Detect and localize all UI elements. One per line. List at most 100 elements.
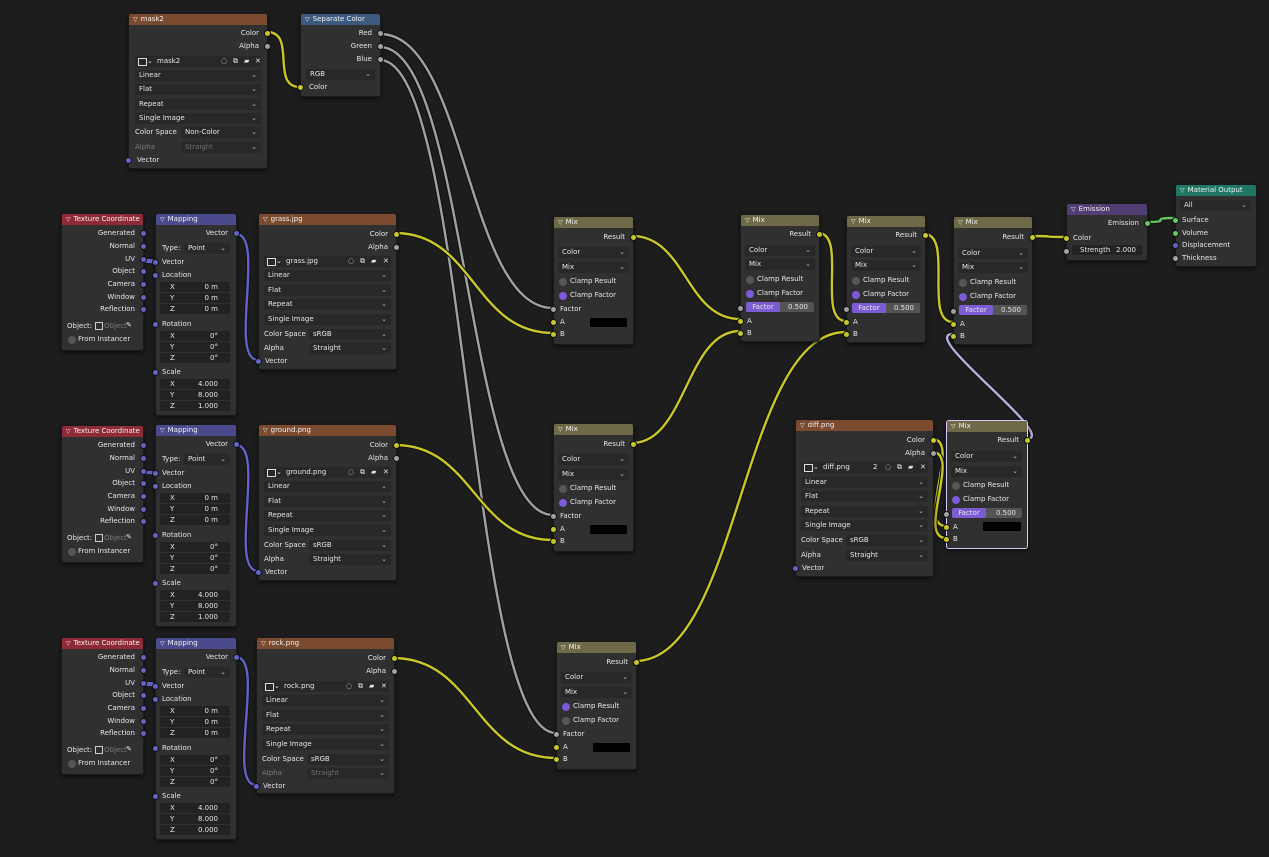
clamp-factor-checkbox[interactable] <box>746 290 754 298</box>
input-a-socket[interactable] <box>550 526 557 533</box>
output-alpha-socket[interactable] <box>930 450 937 457</box>
close-icon[interactable]: ✕ <box>381 682 387 690</box>
output-camera-socket[interactable] <box>140 281 147 288</box>
from-instancer-checkbox[interactable] <box>68 760 76 768</box>
folder-icon[interactable]: ▰ <box>244 57 250 65</box>
output-normal-socket[interactable] <box>140 667 147 674</box>
link-green-to-mix2-factor[interactable] <box>379 45 554 517</box>
node-header[interactable]: ▽Emission <box>1067 204 1147 215</box>
fake-user-shield-icon[interactable]: ◌ <box>221 57 228 65</box>
input-b-socket[interactable] <box>550 331 557 338</box>
input-thickness-socket[interactable] <box>1172 255 1179 262</box>
output-result-socket[interactable] <box>630 234 637 241</box>
folder-icon[interactable]: ▰ <box>369 682 375 690</box>
interpolation-dropdown[interactable]: Linear⌄ <box>264 481 391 492</box>
clamp-factor-checkbox[interactable] <box>952 496 960 504</box>
alpha-dropdown[interactable]: Straight⌄ <box>309 343 391 354</box>
input-location-socket[interactable] <box>152 272 159 279</box>
mix-node-combine-2[interactable]: ▽Mix Result Color⌄ Mix⌄ Clamp Result Cla… <box>843 215 929 343</box>
output-result-socket[interactable] <box>1029 234 1036 241</box>
output-window-socket[interactable] <box>140 506 147 513</box>
output-generated-socket[interactable] <box>140 442 147 449</box>
clamp-result-checkbox[interactable] <box>559 278 567 286</box>
extension-dropdown[interactable]: Repeat⌄ <box>262 724 389 735</box>
output-object-socket[interactable] <box>140 692 147 699</box>
color-space-dropdown[interactable]: sRGB⌄ <box>309 540 391 551</box>
image-texture-node-diff[interactable]: ▽diff.png Color Alpha ⌄ diff.png 2 ◌ ⧉ ▰… <box>792 419 937 577</box>
image-selector[interactable]: ⌄ grass.jpg ◌ ⧉ ▰ ✕ <box>264 256 391 267</box>
from-instancer-checkbox[interactable] <box>68 548 76 556</box>
color-space-dropdown[interactable]: sRGB⌄ <box>846 535 928 546</box>
object-field[interactable]: Object <box>104 322 127 330</box>
input-factor-socket[interactable] <box>737 305 744 312</box>
output-alpha-socket[interactable] <box>393 244 400 251</box>
output-color-socket[interactable] <box>393 442 400 449</box>
output-blue-socket[interactable] <box>377 56 384 63</box>
projection-dropdown[interactable]: Flat⌄ <box>801 491 928 502</box>
node-header[interactable]: ▽Mapping <box>156 638 236 649</box>
output-window-socket[interactable] <box>140 294 147 301</box>
type-dropdown[interactable]: Point⌄ <box>184 243 230 254</box>
link-map2-to-ground[interactable] <box>235 443 259 573</box>
node-header[interactable]: ▽grass.jpg <box>259 214 396 225</box>
folder-icon[interactable]: ▰ <box>371 257 377 265</box>
input-scale-socket[interactable] <box>152 793 159 800</box>
input-a-socket[interactable] <box>843 319 850 326</box>
input-b-socket[interactable] <box>943 536 950 543</box>
clamp-factor-checkbox[interactable] <box>959 293 967 301</box>
input-vector-socket[interactable] <box>255 358 262 365</box>
input-factor-socket[interactable] <box>553 731 560 738</box>
a-color-swatch[interactable] <box>983 522 1021 531</box>
input-factor-socket[interactable] <box>943 511 950 518</box>
node-header[interactable]: ▽Separate Color <box>301 14 380 25</box>
type-dropdown[interactable]: Point⌄ <box>184 667 230 678</box>
clamp-result-checkbox[interactable] <box>959 279 967 287</box>
duplicate-icon[interactable]: ⧉ <box>897 463 902 471</box>
input-vector-socket[interactable] <box>125 157 132 164</box>
input-a-socket[interactable] <box>950 321 957 328</box>
output-window-socket[interactable] <box>140 718 147 725</box>
clamp-factor-checkbox[interactable] <box>562 717 570 725</box>
node-header[interactable]: ▽Mix <box>947 421 1027 432</box>
input-vector-socket[interactable] <box>792 565 799 572</box>
source-dropdown[interactable]: Single Image⌄ <box>801 520 928 531</box>
link-mix5-to-mix6a[interactable] <box>923 232 954 324</box>
output-color-socket[interactable] <box>391 655 398 662</box>
material-output-node[interactable]: ▽Material Output All⌄ Surface Volume Dis… <box>1172 184 1257 267</box>
node-header[interactable]: ▽diff.png <box>796 420 933 431</box>
color-space-dropdown[interactable]: sRGB⌄ <box>309 329 391 340</box>
input-color-socket[interactable] <box>297 84 304 91</box>
data-type-dropdown[interactable]: Color⌄ <box>951 451 1022 462</box>
output-vector-socket[interactable] <box>233 441 240 448</box>
blend-mode-dropdown[interactable]: Mix⌄ <box>851 260 921 271</box>
link-mix3-to-mix5b[interactable] <box>634 330 847 663</box>
image-texture-node-rock[interactable]: ▽rock.png Color Alpha ⌄ rock.png ◌ ⧉ ▰ ✕… <box>253 637 398 794</box>
output-result-socket[interactable] <box>1024 437 1031 444</box>
input-strength-socket[interactable] <box>1063 248 1070 255</box>
data-type-dropdown[interactable]: Color⌄ <box>558 247 629 258</box>
node-header[interactable]: ▽Mix <box>741 215 819 226</box>
alpha-dropdown[interactable]: Straight⌄ <box>846 550 928 561</box>
input-b-socket[interactable] <box>550 538 557 545</box>
link-mix6-to-emission[interactable] <box>1030 234 1067 239</box>
input-b-socket[interactable] <box>950 333 957 340</box>
node-header[interactable]: ▽Texture Coordinate <box>62 426 143 437</box>
output-result-socket[interactable] <box>630 441 637 448</box>
blend-mode-dropdown[interactable]: Mix⌄ <box>558 469 629 480</box>
a-color-swatch[interactable] <box>590 318 627 327</box>
input-factor-socket[interactable] <box>550 513 557 520</box>
image-selector[interactable]: ⌄ diff.png 2 ◌ ⧉ ▰ ✕ <box>801 462 928 473</box>
